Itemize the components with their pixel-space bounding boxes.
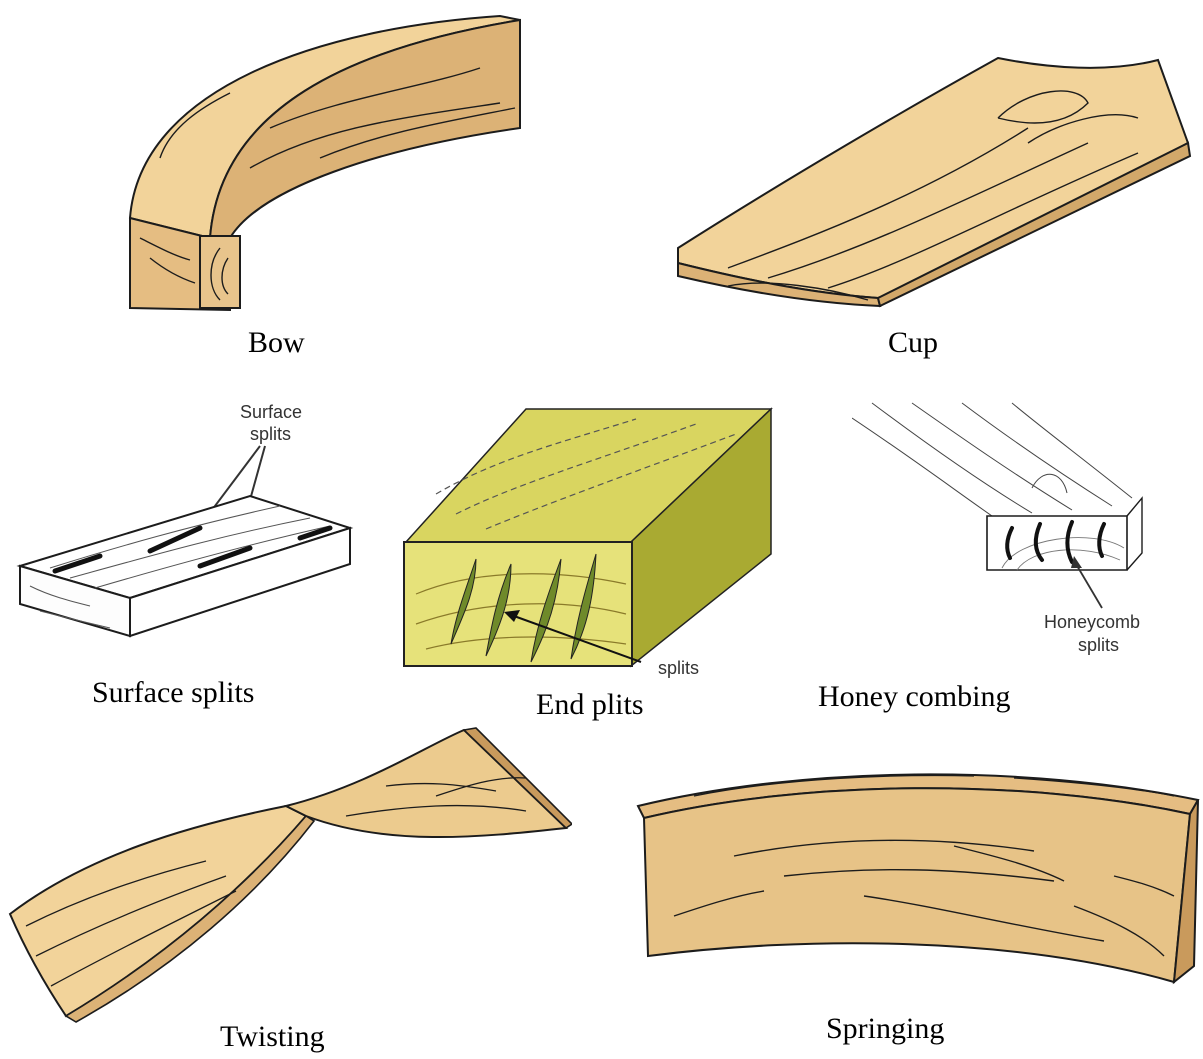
bow-illustration <box>120 8 540 318</box>
twisting-illustration <box>6 726 572 1026</box>
cup-illustration <box>668 48 1198 308</box>
springing-illustration <box>634 756 1202 1008</box>
cup-top-face <box>678 58 1188 298</box>
caption-honey-combing: Honey combing <box>818 680 1010 714</box>
surface-splits-illustration: Surface splits <box>10 396 370 656</box>
honeycomb-callout-line2: splits <box>1078 635 1119 655</box>
caption-springing: Springing <box>826 1012 944 1046</box>
honeycomb-illustration: Honeycomb splits <box>852 398 1198 668</box>
caption-twisting: Twisting <box>220 1020 325 1054</box>
caption-surface-splits: Surface splits <box>92 676 254 710</box>
caption-bow: Bow <box>248 326 305 360</box>
spring-main-face <box>644 788 1190 982</box>
honeycomb-callout-line1: Honeycomb <box>1044 612 1140 632</box>
surface-callout-line1: Surface <box>240 402 302 422</box>
surface-callout-line2: splits <box>250 424 291 444</box>
bow-end-grain <box>200 236 240 308</box>
end-callout: splits <box>658 658 699 678</box>
caption-cup: Cup <box>888 326 938 360</box>
caption-end-splits: End plits <box>536 688 644 722</box>
end-splits-illustration: splits <box>396 404 776 689</box>
